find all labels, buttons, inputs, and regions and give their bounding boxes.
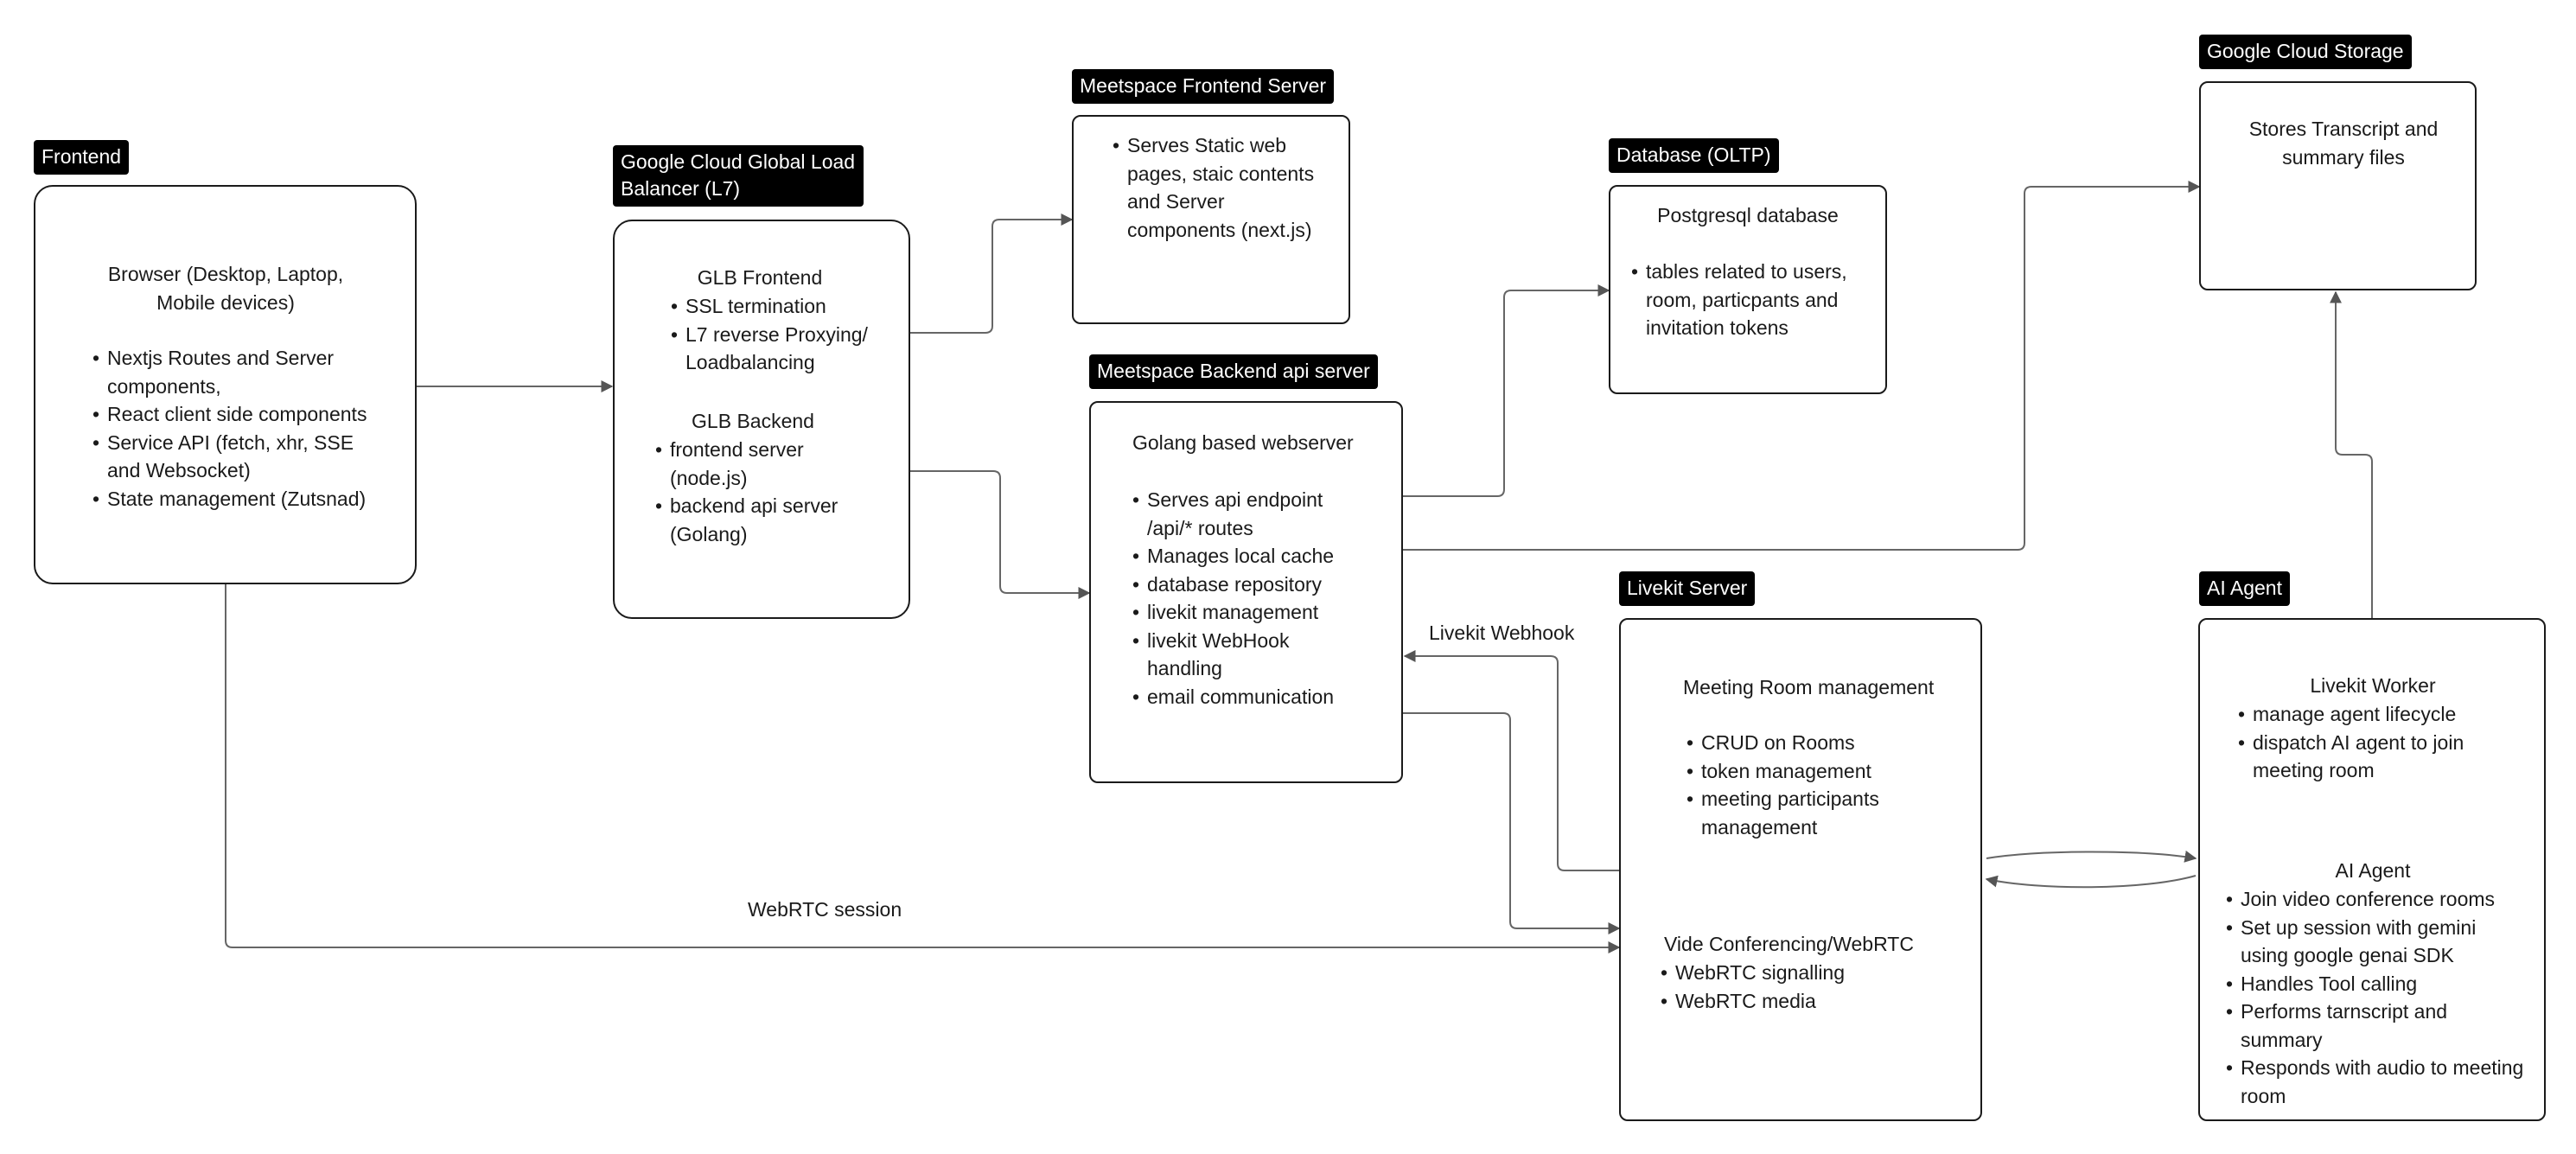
list-item: Nextjs Routes and Server components, — [92, 344, 378, 400]
livekit-video-title: Vide Conferencing/WebRTC — [1664, 933, 1914, 955]
ai-agent-tag: AI Agent — [2199, 571, 2290, 606]
livekit-room-title: Meeting Room management — [1683, 676, 1935, 698]
list-item: Serves api endpoint /api/* routes — [1132, 486, 1342, 542]
list-item: Responds with audio to meeting room — [2226, 1054, 2526, 1110]
livekit-room-list: CRUD on Rooms token management meeting p… — [1687, 729, 1894, 841]
list-item: WebRTC signalling — [1661, 959, 1903, 987]
frontend-server-box: Serves Static web pages, staic contents … — [1072, 115, 1350, 324]
ai-agent-box: Livekit Worker manage agent lifecycle di… — [2198, 618, 2546, 1121]
livekit-tag: Livekit Server — [1619, 571, 1756, 606]
list-item: livekit WebHook handling — [1132, 627, 1320, 683]
database-tag: Database (OLTP) — [1609, 138, 1779, 173]
list-item: manage agent lifecycle — [2238, 700, 2506, 729]
glb-box: GLB Frontend SSL termination L7 reverse … — [613, 220, 910, 619]
storage-tag: Google Cloud Storage — [2199, 35, 2412, 69]
livekit-box: Meeting Room management CRUD on Rooms to… — [1619, 618, 1982, 1121]
list-item: CRUD on Rooms — [1687, 729, 1894, 757]
list-item: Handles Tool calling — [2226, 970, 2533, 998]
edge-backend-to-storage — [1403, 181, 2201, 551]
frontend-server-list: Serves Static web pages, staic contents … — [1113, 131, 1316, 244]
glb-backend-list: frontend server (node.js) backend api se… — [655, 436, 871, 548]
livekit-video-list: WebRTC signalling WebRTC media — [1661, 959, 1903, 1015]
database-list: tables related to users, room, particpan… — [1631, 258, 1865, 342]
glb-backend-title: GLB Backend — [692, 410, 814, 432]
edge-livekit-to-agent — [1986, 851, 2197, 863]
list-item: token management — [1687, 757, 1894, 786]
livekit-webhook-label: Livekit Webhook — [1429, 622, 1575, 644]
edge-livekit-webhook — [1403, 650, 1619, 871]
database-title: Postgresql database — [1657, 204, 1839, 226]
list-item: State management (Zutsnad) — [92, 485, 378, 513]
list-item: WebRTC media — [1661, 987, 1903, 1016]
backend-server-box: Golang based webserver Serves api endpoi… — [1089, 401, 1403, 783]
database-box: Postgresql database tables related to us… — [1609, 185, 1887, 394]
glb-frontend-title: GLB Frontend — [697, 266, 823, 289]
frontend-box: Browser (Desktop, Laptop, Mobile devices… — [34, 185, 417, 584]
list-item: dispatch AI agent to join meeting room — [2238, 729, 2506, 785]
edge-glb-to-frontend-server — [910, 214, 1074, 334]
frontend-server-tag: Meetspace Frontend Server — [1072, 69, 1335, 104]
glb-tag: Google Cloud Global Load Balancer (L7) — [613, 145, 864, 207]
list-item: backend api server (Golang) — [655, 492, 871, 548]
ai-agent-agent-title: AI Agent — [2335, 859, 2411, 882]
list-item: livekit management — [1132, 598, 1374, 627]
edge-backend-to-livekit — [1403, 712, 1621, 934]
list-item: Join video conference rooms — [2226, 885, 2533, 914]
frontend-tag: Frontend — [34, 140, 130, 175]
storage-text: Stores Transcript and summary files — [2248, 118, 2439, 169]
edge-backend-to-database — [1403, 284, 1610, 497]
backend-server-tag: Meetspace Backend api server — [1089, 354, 1378, 389]
list-item: meeting participants management — [1687, 785, 1894, 841]
edge-agent-to-storage — [2330, 290, 2373, 619]
list-item: frontend server (node.js) — [655, 436, 871, 492]
backend-server-title: Golang based webserver — [1132, 431, 1354, 454]
glb-frontend-list: SSL termination L7 reverse Proxying/ Loa… — [671, 292, 883, 377]
list-item: tables related to users, room, particpan… — [1631, 258, 1865, 342]
ai-agent-agent-list: Join video conference rooms Set up sessi… — [2226, 885, 2533, 1110]
frontend-list: Nextjs Routes and Server components, Rea… — [92, 344, 378, 513]
list-item: email communication — [1132, 683, 1374, 711]
edge-webrtc-session — [225, 583, 1621, 953]
storage-box: Stores Transcript and summary files — [2199, 81, 2477, 290]
list-item: Serves Static web pages, staic contents … — [1113, 131, 1316, 244]
backend-server-list: Serves api endpoint /api/* routes Manage… — [1132, 486, 1374, 711]
webrtc-session-label: WebRTC session — [748, 898, 902, 921]
edge-glb-to-backend-server — [910, 470, 1091, 599]
list-item: Performs tarnscript and summary — [2226, 998, 2517, 1054]
list-item: Set up session with gemini using google … — [2226, 914, 2526, 970]
list-item: SSL termination — [671, 292, 883, 321]
frontend-title: Browser (Desktop, Laptop, Mobile devices… — [107, 263, 344, 314]
list-item: Manages local cache — [1132, 542, 1374, 571]
list-item: React client side components — [92, 400, 378, 429]
list-item: Service API (fetch, xhr, SSE and Websock… — [92, 429, 378, 485]
list-item: L7 reverse Proxying/ Loadbalancing — [671, 321, 883, 377]
ai-agent-worker-list: manage agent lifecycle dispatch AI agent… — [2238, 700, 2506, 785]
edge-agent-to-livekit — [1985, 875, 2197, 889]
list-item: database repository — [1132, 571, 1374, 599]
ai-agent-worker-title: Livekit Worker — [2310, 674, 2436, 697]
